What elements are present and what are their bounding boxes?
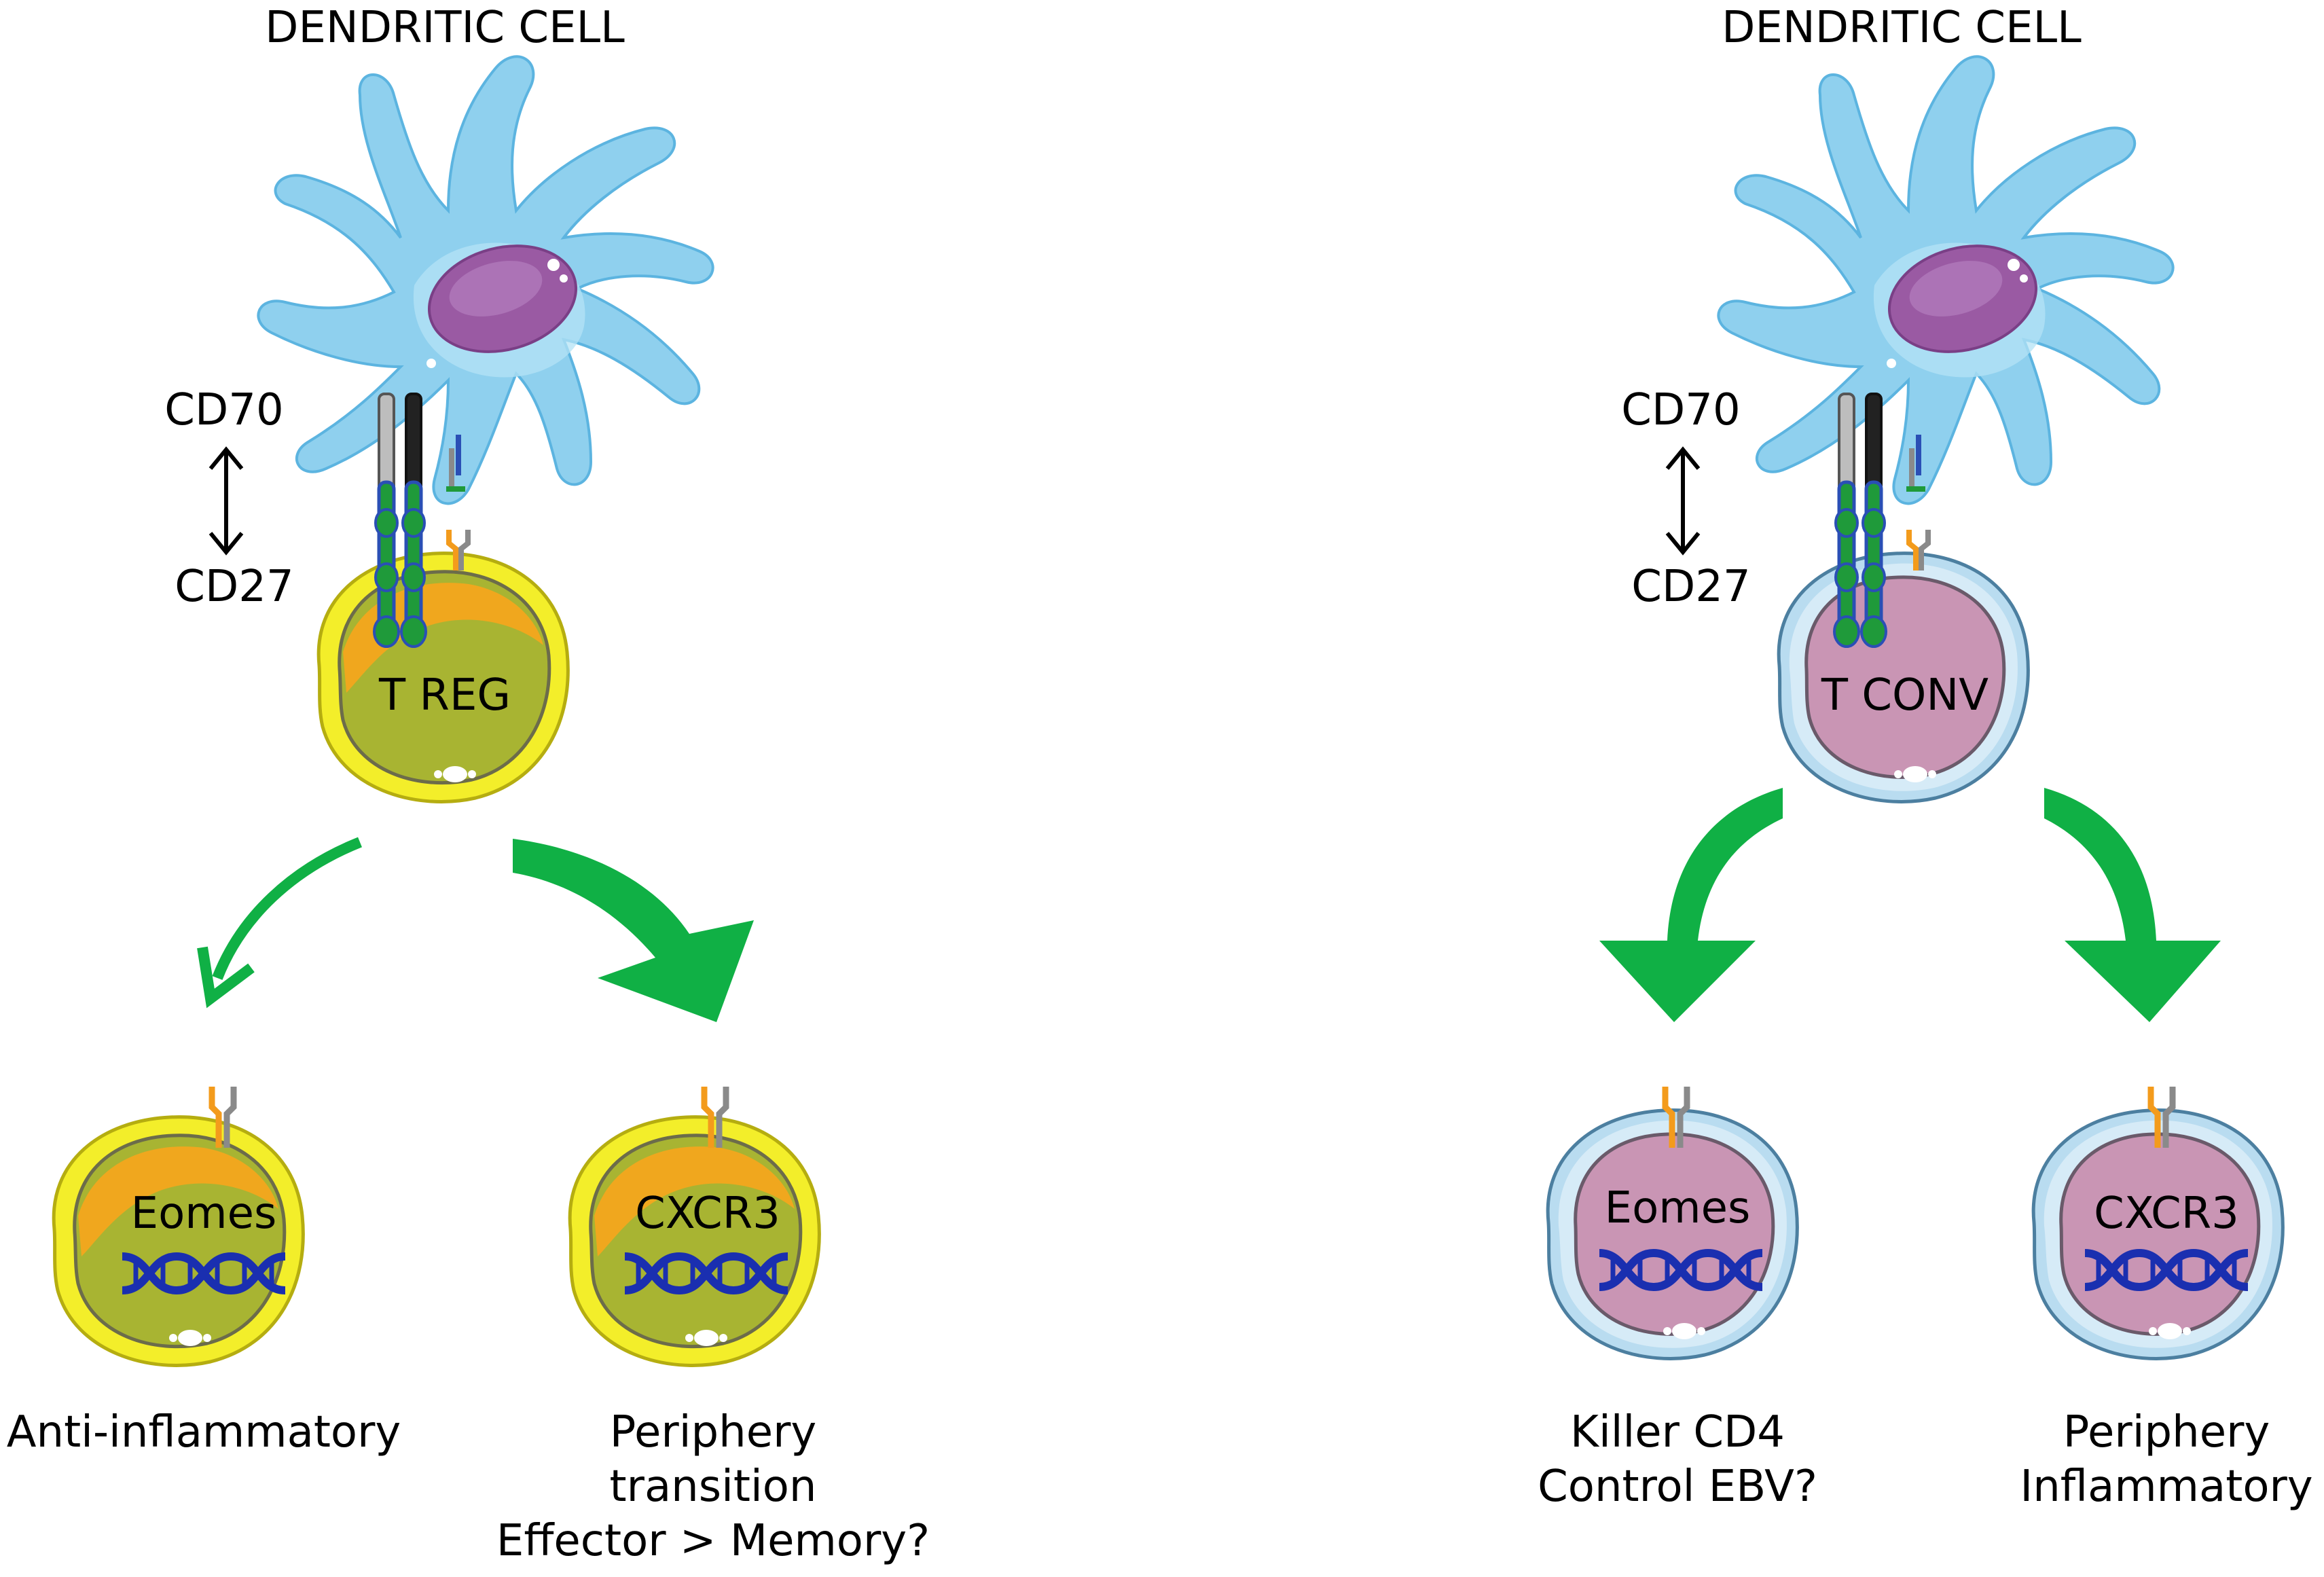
right-eomes-gene: Eomes (1605, 1183, 1751, 1233)
left-panel: DENDRITIC CELL T REG CD70 CD27 (7, 3, 930, 1566)
left-arrow-to-cxcr3 (513, 839, 754, 1022)
left-eomes-gene: Eomes (131, 1189, 277, 1239)
left-outcome-a-caption-line-1: Anti-inflammatory (7, 1407, 401, 1457)
right-outcome-a-caption-line-2: Control EBV? (1538, 1462, 1817, 1512)
right-cd27-label: CD27 (1631, 562, 1750, 612)
right-dendritic-cell (1717, 55, 2175, 505)
left-dendritic-title: DENDRITIC CELL (265, 3, 625, 53)
right-arrow-to-cxcr3 (2044, 788, 2221, 1022)
right-arrow-to-eomes (1599, 788, 1783, 1022)
left-cxcr3-gene: CXCR3 (635, 1189, 780, 1239)
right-dendritic-title: DENDRITIC CELL (1722, 3, 2082, 53)
right-cd70-label: CD70 (1621, 385, 1740, 435)
right-tconv-label: T CONV (1821, 670, 1989, 721)
left-cxcr3-cell (570, 1117, 819, 1366)
left-outcome-b-caption-line-2: transition (610, 1462, 817, 1512)
left-outcome-b-caption-line-1: Periphery (610, 1407, 817, 1457)
left-eomes-cell (54, 1117, 303, 1366)
right-cxcr3-gene: CXCR3 (2094, 1189, 2239, 1239)
left-treg-label: T REG (378, 670, 511, 721)
left-double-arrow (208, 446, 244, 556)
left-cd27-label: CD27 (175, 562, 293, 612)
right-outcome-b-caption-line-1: Periphery (2063, 1407, 2270, 1457)
right-outcome-b-caption-line-2: Inflammatory (2020, 1462, 2312, 1512)
right-double-arrow (1665, 446, 1701, 556)
left-cd70-label: CD70 (164, 385, 283, 435)
right-panel: DENDRITIC CELL T CONV CD70 CD27 (1538, 3, 2313, 1512)
left-arrow-to-eomes (197, 837, 362, 1009)
left-dendritic-cell (257, 55, 714, 505)
right-outcome-a-caption-line-1: Killer CD4 (1570, 1407, 1785, 1457)
left-outcome-b-caption-line-3: Effector > Memory? (496, 1516, 930, 1566)
